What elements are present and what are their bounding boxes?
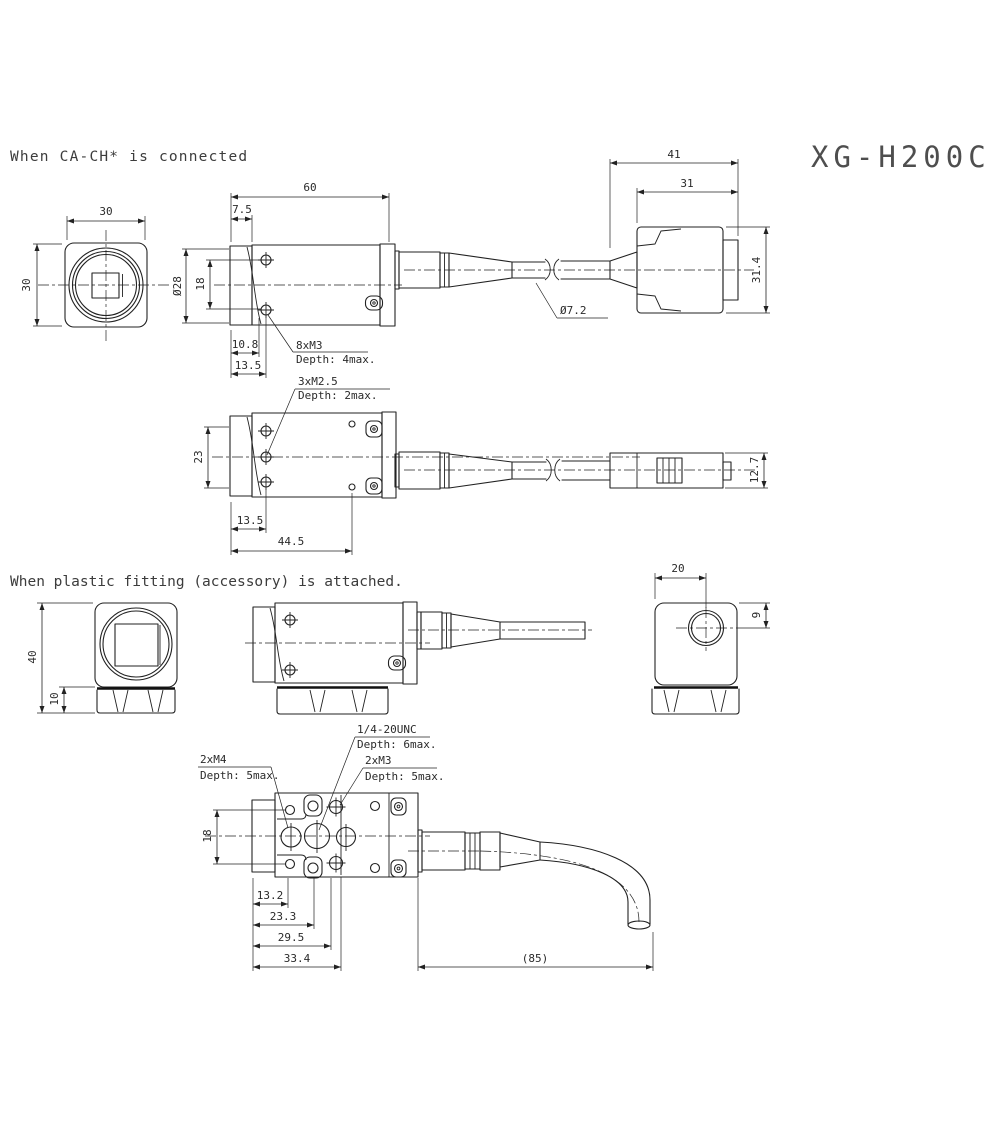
row2-top-view: 23 3xM2.5 Depth: 2max. 13.5 44.5 <box>192 375 640 555</box>
label-2xM3-depth: Depth: 5max. <box>365 770 444 783</box>
dim-10-8: 10.8 <box>232 338 259 351</box>
mount-eyelet <box>390 859 407 878</box>
label-3xM2-5-depth: Depth: 2max. <box>298 389 377 402</box>
dim-cable-length: (85) <box>522 952 549 965</box>
row4-bottom-view: 18 <box>201 792 430 879</box>
dim-connector-total: 41 <box>667 148 680 161</box>
mount-eyelet <box>390 797 407 816</box>
section-title-plastic-fitting: When plastic fitting (accessory) is atta… <box>10 574 403 590</box>
label-8xM3: 8xM3 <box>296 339 323 352</box>
dim-13-5: 13.5 <box>237 514 264 527</box>
m4-hole <box>280 823 302 851</box>
label-2xM4-depth: Depth: 5max. <box>200 769 279 782</box>
m3-hole <box>325 852 347 874</box>
dim-fitting-height: 10 <box>48 692 61 705</box>
row3-front-view: 40 10 <box>26 602 178 714</box>
row4-thread-labels: 2xM4 Depth: 5max. 1/4-20UNC Depth: 6max.… <box>198 723 444 831</box>
label-2xM3: 2xM3 <box>365 754 392 767</box>
mount-eyelet <box>365 420 383 438</box>
fitting-tab <box>303 856 323 879</box>
unc-hole <box>303 820 331 853</box>
screw-hole <box>257 473 275 491</box>
dim-rear-width: 20 <box>671 562 684 575</box>
dim-mount-dia: Ø28 <box>171 276 184 296</box>
dim-23-3: 23.3 <box>270 910 297 923</box>
fitting-tab <box>303 794 323 817</box>
row1-front-view: 30 30 <box>20 205 172 342</box>
screw-hole <box>257 422 275 440</box>
label-unc-depth: Depth: 6max. <box>357 738 436 751</box>
row3-rear-view: 20 9 <box>651 562 770 715</box>
label-2xM4: 2xM4 <box>200 753 227 766</box>
mount-eyelet <box>365 477 383 495</box>
label-8xM3-depth: Depth: 4max. <box>296 353 375 366</box>
dim-33-4: 33.4 <box>284 952 311 965</box>
dim-connector-body: 31 <box>680 177 693 190</box>
row1-cable: Ø7.2 <box>394 250 754 319</box>
label-cable-dia: Ø7.2 <box>560 304 587 317</box>
label-3xM2-5: 3xM2.5 <box>298 375 338 388</box>
label-unc: 1/4-20UNC <box>357 723 417 736</box>
row4-bent-cable <box>408 829 651 930</box>
row2-cable-connector: 12.7 <box>394 451 768 490</box>
row3-side-view <box>245 601 592 715</box>
dim-connector-top-height: 12.7 <box>748 457 761 484</box>
dim-hole-span-bottom: 18 <box>201 829 214 842</box>
dim-44-5: 44.5 <box>278 535 305 548</box>
screw-hole <box>281 611 299 629</box>
dim-13-2: 13.2 <box>257 889 284 902</box>
dim-connector-offset: 9 <box>750 612 763 619</box>
dim-hole-span: 18 <box>194 277 207 290</box>
row1-connector: 41 31 31.4 <box>609 148 770 314</box>
dim-front-length: 7.5 <box>232 203 252 216</box>
section-title-ca-ch: When CA-CH* is connected <box>10 149 248 165</box>
dim-13-5: 13.5 <box>235 359 262 372</box>
screw-hole <box>281 661 299 679</box>
dim-top-width: 23 <box>192 450 205 463</box>
dim-front-height: 30 <box>20 278 33 291</box>
row1-side-view: Ø28 18 60 7.5 10.8 13.5 8xM3 Depth: 4max… <box>171 181 402 378</box>
dim-connector-height: 31.4 <box>750 256 763 283</box>
screw-hole <box>257 301 275 319</box>
dim-front-width: 30 <box>99 205 112 218</box>
dim-29-5: 29.5 <box>278 931 305 944</box>
product-name: XG-H200C <box>811 140 991 174</box>
row4-dimensions: 13.2 23.3 29.5 33.4 (85) <box>252 877 654 971</box>
dim-height-with-fitting: 40 <box>26 650 39 663</box>
dim-body-length: 60 <box>303 181 316 194</box>
m4-hole <box>335 824 357 851</box>
